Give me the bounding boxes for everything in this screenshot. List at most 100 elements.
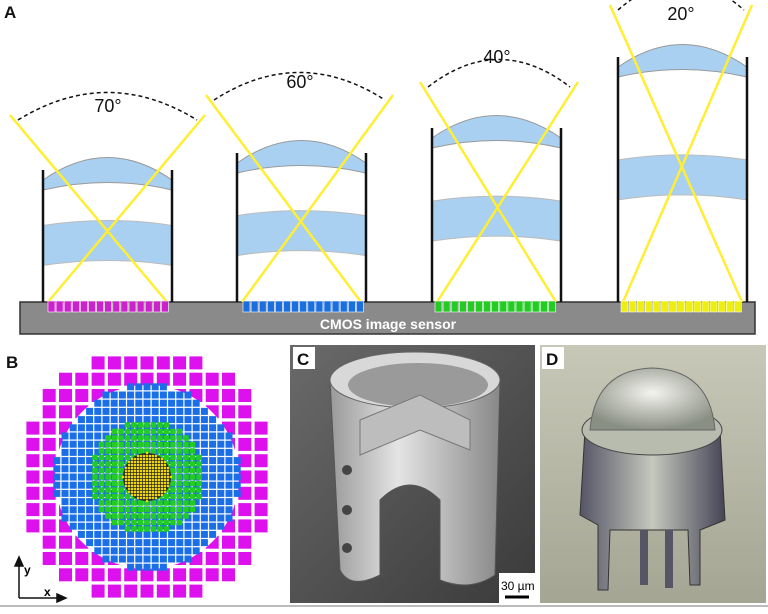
pixel (42, 503, 56, 517)
pixel (170, 500, 176, 506)
pixel (61, 448, 69, 456)
fov-arc (427, 58, 571, 88)
pixel (92, 467, 98, 474)
pixel (157, 506, 163, 513)
fov-arc (213, 71, 386, 101)
pixel (118, 519, 124, 526)
pixel (151, 460, 155, 464)
pixel (105, 454, 111, 461)
pixel (170, 480, 176, 487)
pixel (184, 539, 192, 547)
pixel (61, 473, 69, 481)
pixel (176, 493, 183, 500)
pixel (160, 460, 164, 464)
pixel (135, 555, 143, 563)
pixel (143, 555, 151, 563)
pixel (130, 469, 134, 473)
pixel (124, 356, 138, 370)
pixel (55, 300, 64, 313)
ray-line (435, 81, 580, 303)
pixel (144, 500, 150, 506)
pixel (69, 506, 77, 514)
pixel (209, 498, 217, 506)
pixel (217, 457, 225, 465)
pixel (124, 448, 131, 454)
pixel (170, 506, 176, 513)
pixel (499, 300, 508, 313)
pixel (105, 461, 111, 467)
pixel (170, 435, 176, 441)
pixel (225, 432, 233, 440)
pixel (77, 473, 85, 481)
pixel (154, 466, 158, 470)
pixel (69, 440, 77, 448)
pixel (238, 519, 252, 533)
pixel (94, 506, 102, 514)
pixel (111, 448, 118, 454)
pixel (200, 424, 208, 432)
pixel (189, 493, 196, 500)
pixel (135, 530, 143, 538)
pixel (160, 457, 164, 461)
pixel (111, 506, 118, 513)
pixel (163, 500, 170, 506)
pixel (42, 535, 56, 549)
pixel (151, 493, 155, 497)
pixel (222, 405, 235, 419)
pixel (148, 490, 152, 494)
pixel (139, 475, 143, 479)
pixel (238, 535, 252, 549)
pixel (151, 463, 155, 467)
pixel (163, 490, 167, 494)
pixel (144, 435, 150, 441)
pixel (159, 416, 167, 424)
pixel (42, 454, 56, 468)
pixel (140, 584, 154, 598)
pixel (200, 530, 208, 538)
pixel (102, 555, 110, 563)
pixel (163, 475, 167, 479)
pixel (143, 530, 151, 538)
pixel (217, 506, 225, 514)
pixel (133, 487, 137, 491)
pixel (131, 519, 137, 526)
pixel (644, 300, 653, 313)
pixel (69, 514, 77, 522)
pixel (163, 487, 167, 491)
pixel (111, 487, 118, 493)
pixel (192, 440, 200, 448)
pixel (209, 416, 217, 424)
pixel (127, 424, 135, 432)
pixel (163, 466, 167, 470)
pixel (176, 435, 183, 441)
pixel (111, 513, 118, 519)
axis-y-label: y (24, 563, 31, 577)
pixel (225, 465, 233, 473)
pixel (159, 563, 167, 571)
pixel (150, 448, 157, 454)
pixel (26, 503, 40, 517)
pixel (685, 300, 694, 313)
pixel (105, 480, 111, 487)
pixel (154, 454, 158, 458)
fov-angle-label: 40° (483, 47, 510, 67)
pixel (118, 487, 124, 493)
pixel (98, 480, 105, 487)
pixel (209, 465, 217, 473)
pixel (127, 484, 131, 488)
pixel (86, 448, 94, 456)
pixel (130, 457, 134, 461)
pixel (160, 487, 164, 491)
scale-bar-label: 30 µm (501, 579, 535, 593)
pixel (139, 463, 143, 467)
pixel (143, 522, 151, 530)
pixel (200, 489, 208, 497)
pixel (225, 473, 233, 481)
pixel (192, 407, 200, 415)
ray-line (9, 114, 168, 303)
pixel (92, 461, 98, 467)
pixel (110, 555, 118, 563)
pixel (136, 490, 140, 494)
pixel (200, 416, 208, 424)
pixel (98, 467, 105, 474)
